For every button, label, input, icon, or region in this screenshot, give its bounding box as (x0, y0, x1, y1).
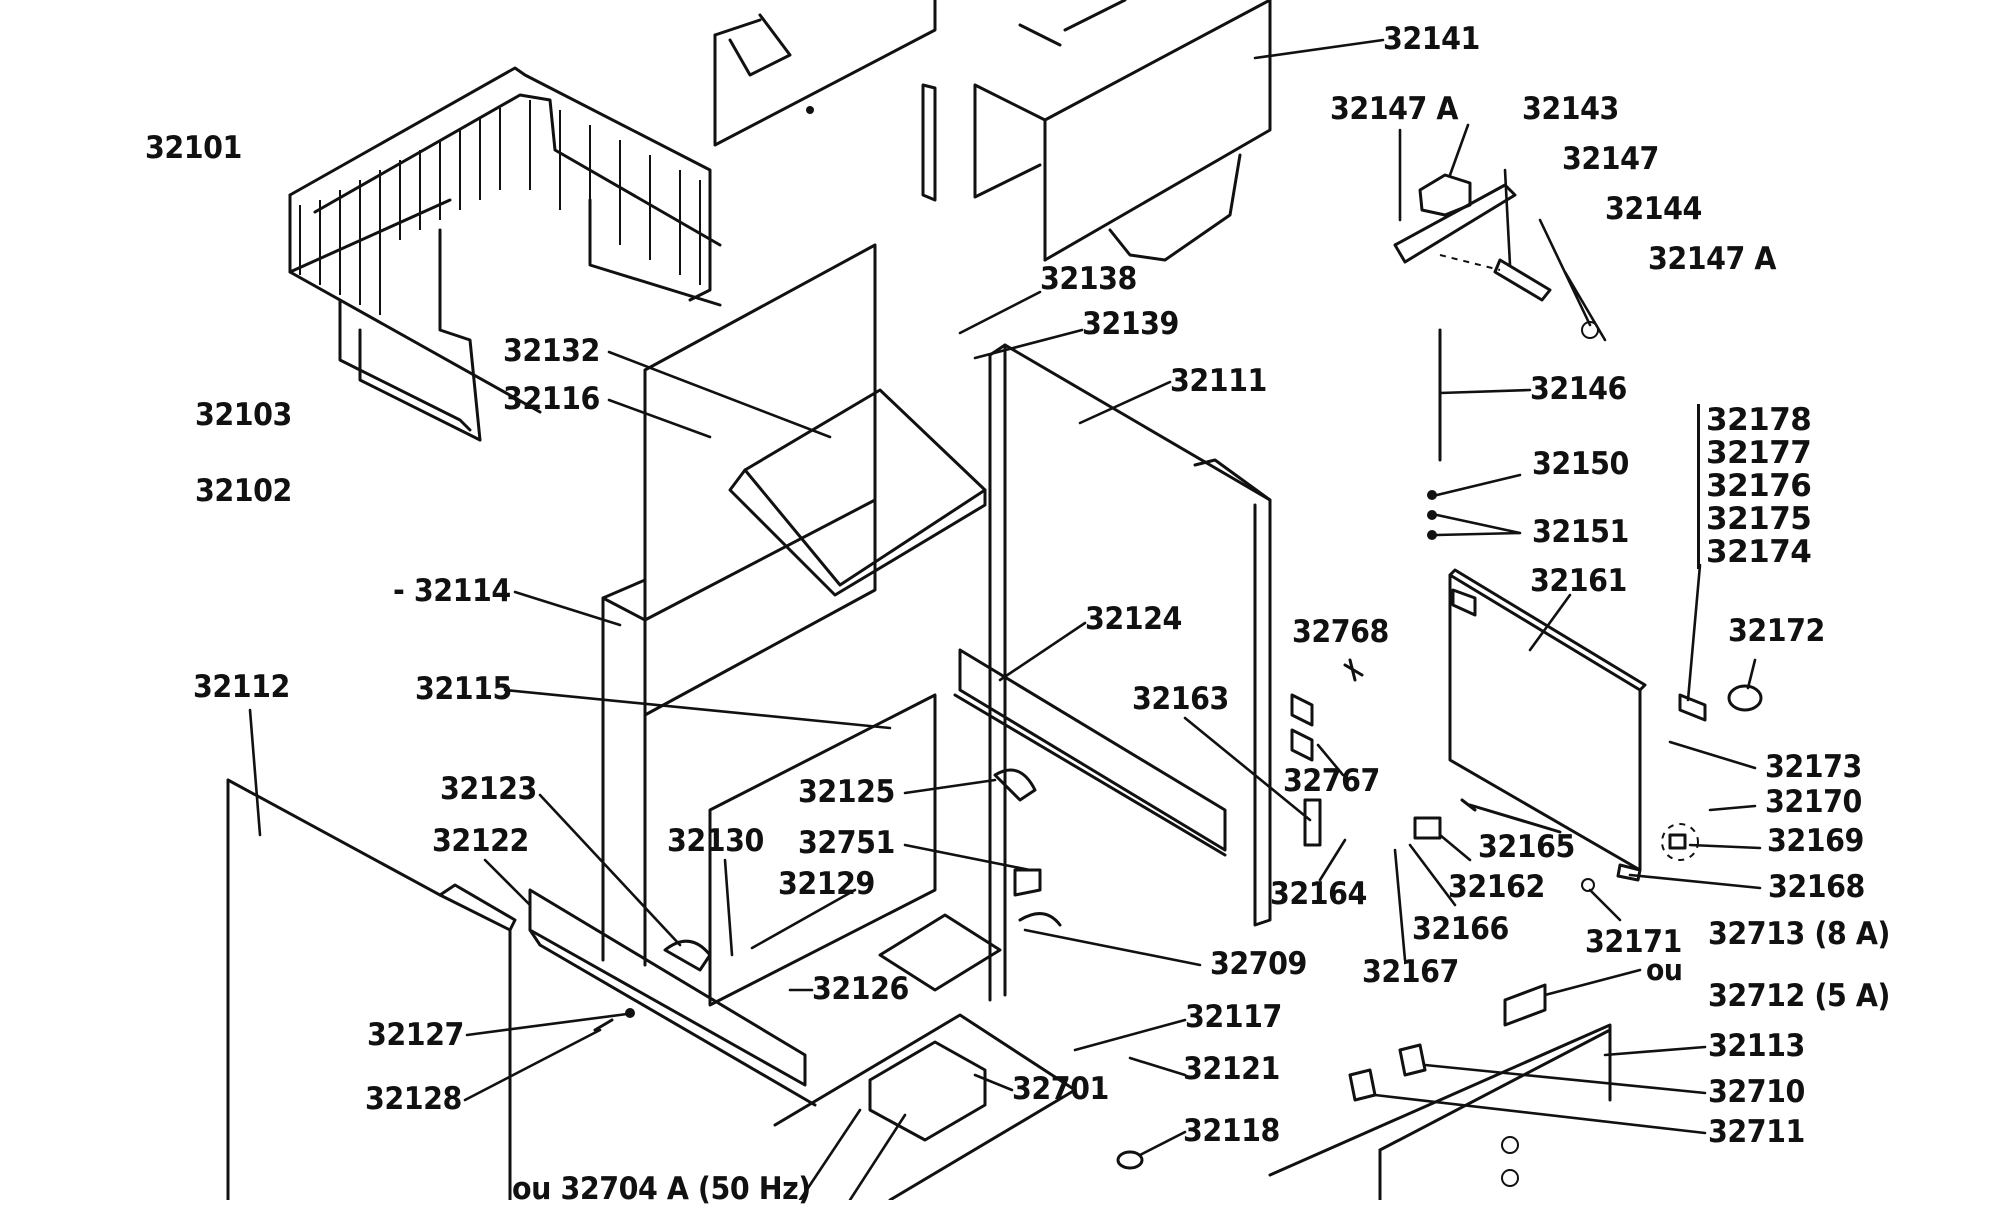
label-stack-32174-32178: 32178 32177 32176 32175 32174 (1697, 402, 1812, 570)
lower-rail-part (483, 793, 817, 1107)
part-label: 32711 (1708, 1114, 1805, 1150)
part-label: 32768 (1292, 614, 1389, 650)
part-label: 32710 (1708, 1074, 1805, 1110)
screw-parts (463, 1008, 635, 1102)
part-label: 32164 (1270, 876, 1367, 912)
electrical-box-part (1268, 1023, 1707, 1200)
part-label: 32127 (367, 1017, 464, 1053)
part-label: 32170 (1765, 784, 1862, 820)
part-label: 32172 (1728, 613, 1825, 649)
left-inner-panel-part (513, 243, 877, 967)
part-label: 32121 (1183, 1051, 1280, 1087)
part-label: 32767 (1283, 763, 1380, 799)
part-label: 32101 (145, 130, 242, 166)
part-label: 32166 (1412, 911, 1509, 947)
part-label: 32138 (1040, 261, 1137, 297)
small-fitting-parts (723, 768, 1042, 957)
part-label: 32143 (1522, 91, 1619, 127)
rail-part (953, 621, 1227, 857)
part-label: 32124 (1085, 601, 1182, 637)
part-label: 32139 (1082, 306, 1179, 342)
part-label: 32126 (812, 971, 909, 1007)
part-label: 32171 (1585, 924, 1682, 960)
part-label: 32177 (1706, 435, 1812, 471)
part-label: 32151 (1532, 514, 1629, 550)
part-label: 32116 (503, 381, 600, 417)
base-plate-part (773, 913, 1187, 1200)
top-cover-part (713, 0, 937, 147)
rod-part (1427, 388, 1532, 540)
part-label: 32112 (193, 669, 290, 705)
door-panel-part (1448, 568, 1647, 872)
part-label: 32113 (1708, 1028, 1805, 1064)
part-label: 32118 (1183, 1113, 1280, 1149)
part-label: 32712 (5 A) (1708, 978, 1891, 1014)
center-panel-part (503, 688, 937, 1007)
grommet-part (1018, 912, 1202, 967)
part-label: 32150 (1532, 446, 1629, 482)
part-label: 32129 (778, 866, 875, 902)
part-label: 32176 (1706, 468, 1812, 504)
part-label: 32167 (1362, 954, 1459, 990)
part-label: ou 32704 A (50 Hz) (512, 1171, 811, 1207)
part-label: 32147 A (1648, 241, 1777, 277)
part-label: 32165 (1478, 829, 1575, 865)
part-label: 32174 (1706, 534, 1812, 570)
part-label: 32163 (1132, 681, 1229, 717)
part-label: 32709 (1210, 946, 1307, 982)
part-label: 32751 (798, 825, 895, 861)
part-label: 32147 A (1330, 91, 1459, 127)
part-label: 32111 (1170, 363, 1267, 399)
part-label: 32713 (8 A) (1708, 916, 1891, 952)
wire-basket-part (288, 66, 722, 442)
right-side-panel-part (958, 290, 1272, 1002)
part-label: 32115 (415, 671, 512, 707)
part-label: 32102 (195, 473, 292, 509)
part-label: 32132 (503, 333, 600, 369)
part-label: 32144 (1605, 191, 1702, 227)
part-label: 32147 (1562, 141, 1659, 177)
hinge-brackets-right (1183, 658, 1364, 882)
part-label: 32178 (1706, 402, 1812, 438)
part-label: 32141 (1383, 21, 1480, 57)
part-label: 32117 (1185, 999, 1282, 1035)
part-label: 32122 (432, 823, 529, 859)
part-label: 32103 (195, 397, 292, 433)
part-label: 32161 (1530, 563, 1627, 599)
hinge-bracket-part (1393, 123, 1607, 462)
part-label: - 32114 (393, 573, 511, 609)
part-label: 32123 (440, 771, 537, 807)
part-label: 32162 (1448, 869, 1545, 905)
part-label: 32701 (1012, 1071, 1109, 1107)
left-side-panel-part (226, 708, 517, 1200)
part-label: 32125 (798, 774, 895, 810)
upper-duct-part (921, 0, 1385, 262)
part-label: 32146 (1530, 371, 1627, 407)
tray-part (728, 388, 987, 597)
part-label: 32169 (1767, 823, 1864, 859)
part-label: 32128 (365, 1081, 462, 1117)
alternative-ou-label: ou (1646, 953, 1683, 987)
part-label: 32130 (667, 823, 764, 859)
small-parts-right (1393, 563, 1763, 1027)
part-label: 32168 (1768, 869, 1865, 905)
part-label: 32175 (1706, 501, 1812, 537)
part-label: 32173 (1765, 749, 1862, 785)
